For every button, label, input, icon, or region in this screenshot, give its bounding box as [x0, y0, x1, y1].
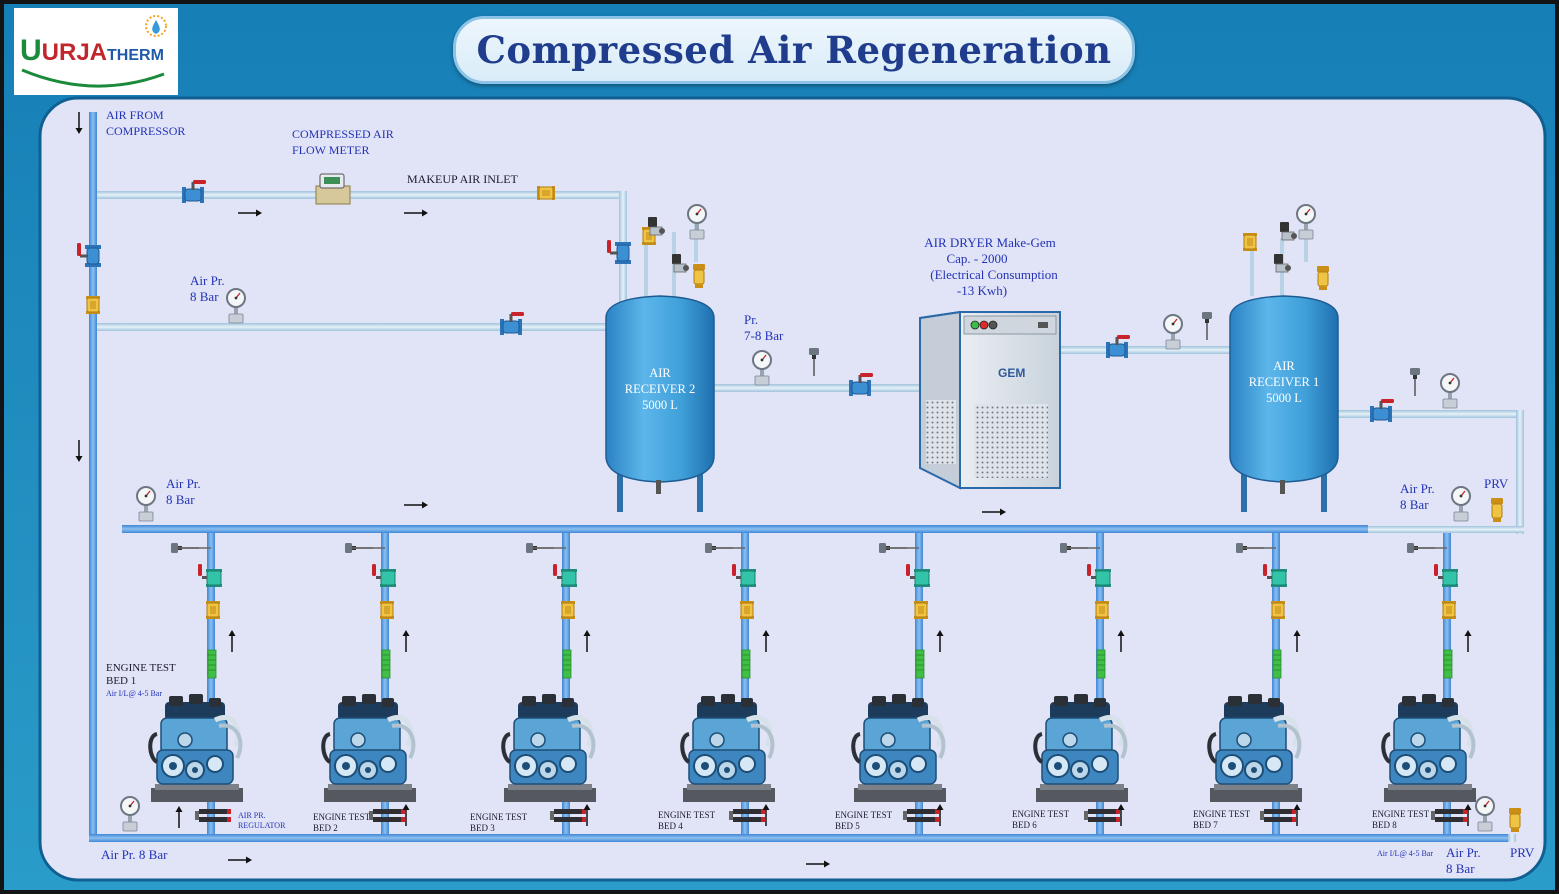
- air-regulator-label: AIR PR. REGULATOR: [238, 811, 285, 831]
- label-line: ENGINE TEST: [658, 810, 716, 820]
- label-line: 8 Bar: [1400, 497, 1429, 512]
- prv-bottom-label: PRV: [1510, 845, 1535, 860]
- air-receiver-1: [1229, 295, 1339, 512]
- label-line: ENGINE TEST: [470, 812, 528, 822]
- branch-4: [682, 533, 775, 834]
- label-line: BED 4: [658, 821, 683, 831]
- air-pressure-top-label: Air Pr. 8 Bar: [190, 273, 225, 305]
- company-logo: UURJATHERM: [14, 8, 178, 95]
- logo-letter-u: U: [20, 34, 42, 67]
- label-line: 7-8 Bar: [744, 328, 784, 343]
- label-line: AIR: [649, 366, 671, 380]
- branch-3: [503, 533, 596, 834]
- header-pressure-left-label: Air Pr. 8 Bar: [166, 476, 201, 508]
- branch-2: [323, 533, 416, 834]
- label-line: AIR FROM: [106, 108, 164, 122]
- label-line: ENGINE TEST: [1193, 809, 1251, 819]
- makeup-air-inlet-label: MAKEUP AIR INLET: [407, 172, 518, 186]
- label-line: BED 7: [1193, 820, 1218, 830]
- label-line: ENGINE TEST: [313, 812, 371, 822]
- branch-7: [1209, 533, 1302, 834]
- page-title: Compressed Air Regeneration: [476, 28, 1112, 72]
- mid-pressure-label: Pr. 7-8 Bar: [744, 312, 783, 344]
- label-line: ENGINE TEST: [835, 810, 893, 820]
- label-line: REGULATOR: [238, 821, 286, 830]
- logo-text-therm: THERM: [107, 47, 164, 64]
- label-line: ENGINE TEST: [1372, 809, 1430, 819]
- branch-1: [150, 533, 243, 834]
- bottom-left-pressure-label: Air Pr. 8 Bar: [101, 847, 168, 862]
- bed-1-inlet-note: Air I/L@ 4-5 Bar: [106, 689, 163, 698]
- water-drop-icon: [152, 20, 160, 34]
- label-line: 8 Bar: [166, 492, 195, 507]
- branch-drops: [150, 533, 1476, 834]
- label-line: BED 1: [106, 675, 137, 687]
- label-line: AIR DRYER Make-Gem: [924, 235, 1056, 250]
- air-from-compressor-label: AIR FROM COMPRESSOR: [106, 107, 185, 139]
- bottom-right-pressure-label: Air Pr. 8 Bar: [1446, 845, 1481, 877]
- label-line: Air Pr.: [190, 273, 225, 288]
- label-line: Pr.: [744, 312, 759, 327]
- label-line: BED 2: [313, 823, 338, 833]
- branch-5: [853, 533, 946, 834]
- air-dryer-unit: [919, 310, 1061, 490]
- label-line: BED 8: [1372, 820, 1397, 830]
- label-line: Air Pr.: [1446, 845, 1481, 860]
- label-line: AIR PR.: [238, 811, 266, 820]
- label-line: Air Pr.: [1400, 481, 1435, 496]
- label-line: Cap. - 2000: [946, 251, 1008, 266]
- label-line: RECEIVER 1: [1248, 375, 1320, 389]
- label-line: 8 Bar: [190, 289, 219, 304]
- label-line: 5000 L: [1266, 391, 1302, 405]
- schematic-panel: [38, 96, 1547, 882]
- dryer-brand-label: GEM: [998, 366, 1026, 380]
- logo-graphic: [21, 15, 167, 88]
- label-line: BED 6: [1012, 820, 1037, 830]
- label-line: AIR: [1273, 359, 1295, 373]
- label-line: ENGINE TEST: [1012, 809, 1070, 819]
- label-line: FLOW METER: [292, 143, 370, 157]
- label-line: (Electrical Consumption: [930, 267, 1058, 282]
- label-line: BED 5: [835, 821, 860, 831]
- label-line: COMPRESSOR: [106, 124, 186, 138]
- title-banner: Compressed Air Regeneration: [453, 16, 1135, 84]
- logo-text-urja: URJA: [41, 39, 108, 66]
- label-line: COMPRESSED AIR: [292, 127, 394, 141]
- header-pressure-right-label: Air Pr. 8 Bar: [1400, 481, 1435, 513]
- pipe-network: [89, 112, 1524, 842]
- prv-top-label: PRV: [1484, 476, 1509, 491]
- label-line: BED 3: [470, 823, 495, 833]
- receiver-1-label: AIR RECEIVER 1 5000 L: [1234, 358, 1334, 406]
- air-receiver-2: [605, 295, 715, 512]
- air-dryer-label: AIR DRYER Make-Gem Cap. - 2000 (Electric…: [910, 235, 1070, 299]
- label-line: 5000 L: [642, 398, 678, 412]
- label-line: -13 Kwh): [956, 283, 1008, 298]
- branch-8: [1383, 533, 1476, 834]
- label-line: RECEIVER 2: [624, 382, 696, 396]
- label-line: Air Pr.: [166, 476, 201, 491]
- flow-meter: [315, 173, 351, 205]
- label-line: ENGINE TEST: [106, 662, 176, 674]
- engine-bed-1-label: ENGINE TEST BED 1: [106, 662, 176, 688]
- branch-6: [1035, 533, 1128, 834]
- bottom-right-inlet-note: Air I/L@ 4-5 Bar: [1377, 849, 1434, 858]
- flow-meter-label: COMPRESSED AIR FLOW METER: [292, 126, 394, 158]
- receiver-2-label: AIR RECEIVER 2 5000 L: [610, 365, 710, 413]
- label-line: 8 Bar: [1446, 861, 1475, 876]
